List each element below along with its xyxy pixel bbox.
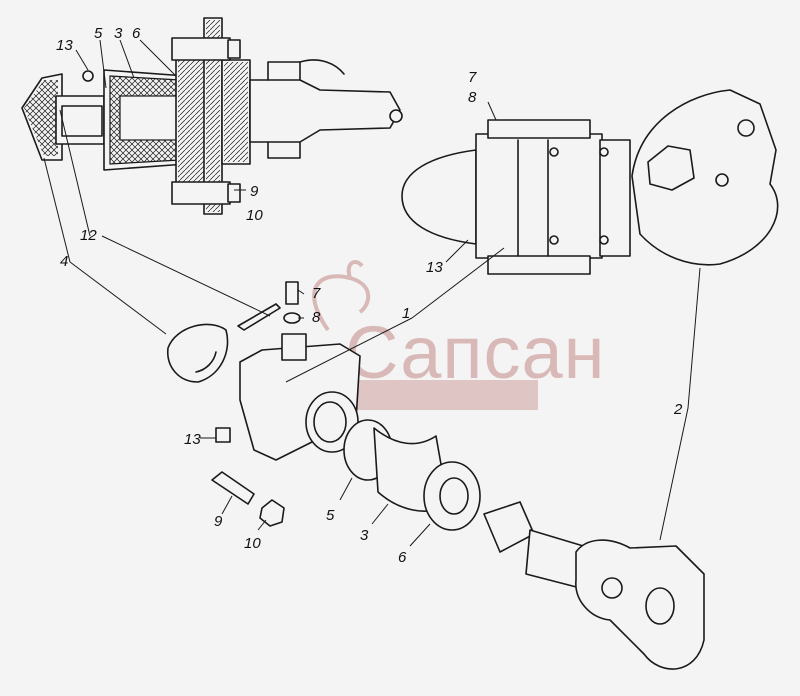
nut-part-10 xyxy=(259,499,285,527)
leader-lines xyxy=(43,39,701,547)
sectional-assembly xyxy=(21,17,403,215)
callout-13-top: 13 xyxy=(56,37,73,54)
bolt-part-7 xyxy=(285,281,299,305)
callout-3-top: 3 xyxy=(114,25,123,42)
washer-part-8 xyxy=(283,312,301,324)
cap-part-4 xyxy=(167,323,229,383)
callout-8-right: 8 xyxy=(468,89,477,106)
watermark-text: Сапсан xyxy=(345,311,606,394)
callout-10-bottom: 10 xyxy=(244,535,261,552)
nipple-part-13 xyxy=(215,427,231,443)
callout-3-bottom: 3 xyxy=(360,527,369,544)
pin-part-12 xyxy=(237,303,281,331)
callout-4: 4 xyxy=(60,253,68,270)
callout-12: 12 xyxy=(80,227,97,244)
callout-9-top: 9 xyxy=(250,183,259,200)
callout-13-bottom: 13 xyxy=(184,431,201,448)
assembled-coupling xyxy=(401,89,779,275)
callout-7-mid: 7 xyxy=(312,285,321,302)
callout-6-top: 6 xyxy=(132,25,141,42)
exploded-parts xyxy=(167,281,705,670)
callout-5-top: 5 xyxy=(94,25,103,42)
callout-2: 2 xyxy=(673,401,683,418)
callout-7-right: 7 xyxy=(468,69,477,86)
callout-1: 1 xyxy=(402,305,410,322)
callout-10-top: 10 xyxy=(246,207,263,224)
callout-13-right: 13 xyxy=(426,259,443,276)
bolt-part-9 xyxy=(211,471,255,505)
callout-6-bottom: 6 xyxy=(398,549,407,566)
callout-labels: 13 5 3 6 9 10 12 4 7 8 7 8 13 1 13 9 10 … xyxy=(56,25,683,566)
callout-9-bottom: 9 xyxy=(214,513,223,530)
callout-5-bottom: 5 xyxy=(326,507,335,524)
callout-8-mid: 8 xyxy=(312,309,321,326)
hook-part-2 xyxy=(575,539,705,670)
